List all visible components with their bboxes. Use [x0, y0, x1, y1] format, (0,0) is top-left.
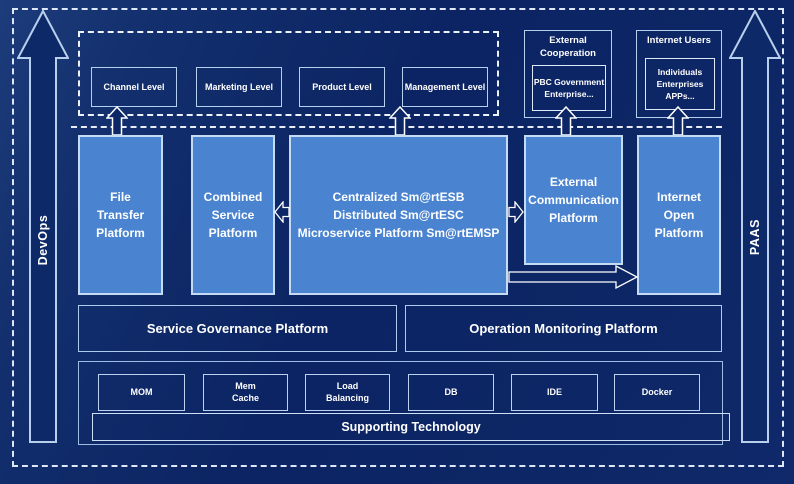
up-arrow-icon	[667, 106, 689, 136]
long-right-arrow-icon	[508, 265, 638, 289]
node-internet-open-platform: Internet Open Platform	[637, 135, 721, 295]
node-service-governance-platform: Service Governance Platform	[78, 305, 397, 352]
left-arrow-icon	[274, 201, 290, 223]
devops-up-arrow-icon	[17, 10, 69, 443]
node-pbc-government-enterprise: PBC Government Enterprise...	[532, 65, 606, 111]
node-central-esb-platform: Centralized Sm@rtESB Distributed Sm@rtES…	[289, 135, 508, 295]
node-load-balancing: Load Balancing	[305, 374, 390, 411]
right-arrow-icon	[508, 201, 524, 223]
node-db: DB	[408, 374, 494, 411]
devops-label: DevOps	[36, 214, 50, 266]
node-combined-service-platform: Combined Service Platform	[191, 135, 275, 295]
node-file-transfer-platform: File Transfer Platform	[78, 135, 163, 295]
outer-dashed-border	[12, 8, 784, 467]
node-external-communication-platform: External Communication Platform	[524, 135, 623, 265]
node-individuals-enterprises-apps: Individuals Enterprises APPs...	[645, 58, 715, 110]
supporting-technology-container	[78, 361, 723, 445]
up-arrow-icon	[106, 106, 128, 136]
internet-users-title: Internet Users	[647, 35, 711, 46]
node-docker: Docker	[614, 374, 700, 411]
up-arrow-icon	[389, 106, 411, 136]
node-management-level: Management Level	[402, 67, 488, 107]
paas-up-arrow-icon	[729, 10, 781, 443]
node-operation-monitoring-platform: Operation Monitoring Platform	[405, 305, 722, 352]
levels-group-border	[78, 31, 499, 116]
node-ide: IDE	[511, 374, 598, 411]
supporting-technology-bar: Supporting Technology	[92, 413, 730, 441]
up-arrow-icon	[555, 106, 577, 136]
paas-label: PAAS	[748, 218, 762, 256]
node-channel-level: Channel Level	[91, 67, 177, 107]
group-internet-users: Internet Users Individuals Enterprises A…	[636, 30, 722, 118]
node-mom: MOM	[98, 374, 185, 411]
node-product-level: Product Level	[299, 67, 385, 107]
node-marketing-level: Marketing Level	[196, 67, 282, 107]
node-mem-cache: Mem Cache	[203, 374, 288, 411]
external-cooperation-title: External Cooperation	[540, 35, 596, 59]
group-external-cooperation: External Cooperation PBC Government Ente…	[524, 30, 612, 118]
